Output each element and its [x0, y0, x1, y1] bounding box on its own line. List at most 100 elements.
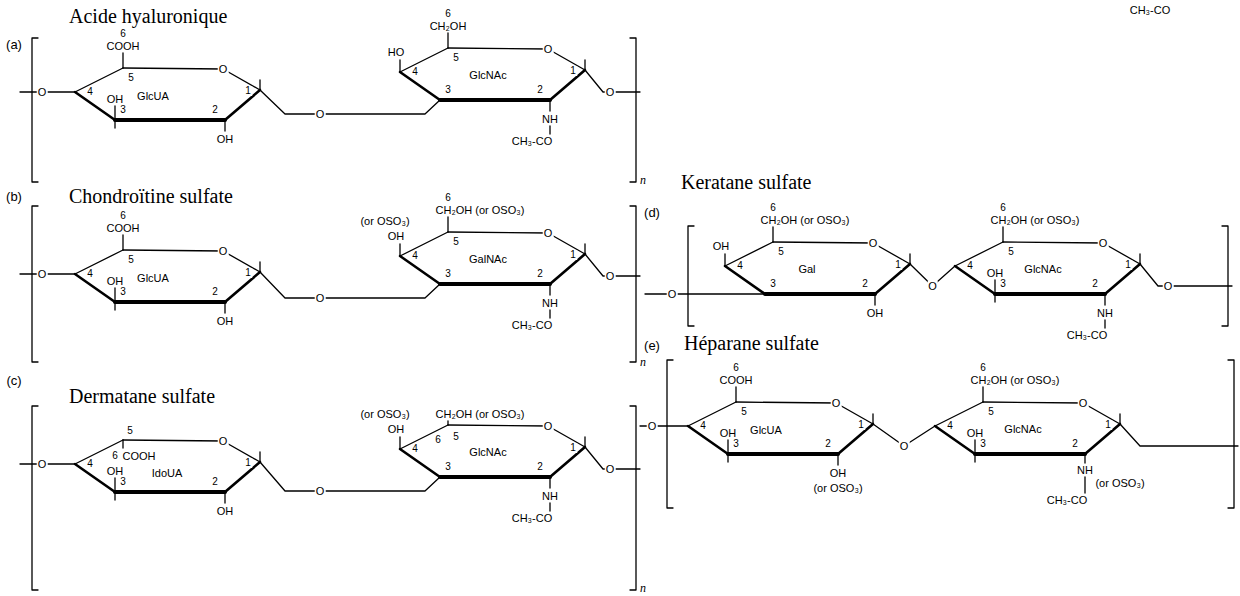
- sugar-name: GlcUA: [137, 273, 169, 284]
- bond-line: [724, 254, 725, 266]
- position-number: 5: [777, 247, 785, 257]
- chemical-group: O: [218, 436, 229, 447]
- chemical-group: NH: [541, 491, 559, 502]
- position-number: 1: [1124, 260, 1132, 270]
- sugar-ring: GalNAc: [400, 232, 585, 284]
- ring-bond: [1105, 264, 1140, 294]
- chemical-group: (or OSO₃): [359, 409, 410, 420]
- ring-bond: [550, 70, 585, 100]
- bond-line: [259, 452, 260, 462]
- ring-bond: [75, 440, 123, 464]
- chemical-group: CH₃-CO: [1046, 495, 1089, 506]
- position-number: 6: [999, 203, 1007, 213]
- bond-line: [735, 387, 736, 402]
- position-number: 2: [536, 269, 544, 279]
- chemical-group: CH₃-CO: [1066, 330, 1109, 341]
- chemical-group: O: [605, 271, 616, 282]
- bond-line: [259, 80, 260, 90]
- sugar-ring: GlcNAc: [955, 242, 1140, 294]
- chemical-group: OH: [216, 506, 235, 517]
- chemical-group: COOH: [122, 451, 157, 462]
- chemical-group: O: [37, 87, 48, 98]
- sugar-name: GlcNAc: [469, 447, 506, 458]
- panel-title: Keratane sulfate: [680, 172, 812, 192]
- ring-bond: [123, 440, 223, 441]
- bond-line: [399, 437, 400, 449]
- chemical-group: OH: [106, 466, 125, 477]
- chemical-group: OH: [866, 308, 885, 319]
- panel-letter: (c): [5, 374, 22, 387]
- ring-bond: [1103, 243, 1140, 264]
- position-number: 5: [452, 53, 460, 63]
- position-number: 5: [127, 73, 135, 83]
- ring-bond: [225, 272, 260, 302]
- ring-bond: [223, 441, 260, 462]
- bond-line: [872, 414, 873, 424]
- chemical-group: (or OSO₃): [1094, 478, 1145, 489]
- position-number: 1: [244, 458, 252, 468]
- position-number: 2: [211, 477, 219, 487]
- position-number: 6: [434, 435, 442, 445]
- repeat-bracket: [630, 206, 636, 362]
- sugar-name: GlcNAc: [1024, 264, 1061, 275]
- bond-line: [114, 478, 115, 500]
- ring-bond: [115, 118, 225, 122]
- bond-line: [447, 33, 448, 48]
- position-number: 6: [769, 203, 777, 213]
- position-number: 6: [119, 211, 127, 221]
- glycosidic-link: [260, 272, 440, 298]
- ring-bond: [223, 69, 260, 90]
- chemical-group: O: [37, 269, 48, 280]
- ring-bond: [983, 402, 1083, 403]
- chemical-group: O: [1098, 238, 1109, 249]
- position-number: 3: [732, 439, 740, 449]
- ring-bond: [400, 72, 440, 100]
- repeat-bracket: [32, 206, 38, 362]
- ring-bond: [448, 48, 548, 49]
- repeat-bracket: [32, 406, 38, 590]
- position-number: 1: [244, 268, 252, 278]
- position-number: 3: [119, 287, 127, 297]
- chemical-group: OH: [719, 428, 738, 439]
- panel-letter: (d): [643, 206, 661, 219]
- position-number: 5: [1007, 247, 1015, 257]
- chemical-group: NH: [1076, 465, 1094, 476]
- panel-title: Dermatane sulfate: [68, 386, 216, 406]
- chemical-group: CH₂OH (or OSO₃): [760, 215, 851, 226]
- ring-bond: [448, 425, 548, 426]
- chemical-group: NH: [541, 298, 559, 309]
- position-number: 2: [211, 287, 219, 297]
- repeat-index: n: [639, 356, 647, 368]
- position-number: 6: [444, 9, 452, 19]
- chemical-group: CH₃-CO: [511, 320, 554, 331]
- ring-bond: [448, 232, 548, 233]
- ring-bond: [400, 48, 448, 72]
- sugar-ring: GlcNAc: [935, 402, 1120, 454]
- position-number: 2: [861, 279, 869, 289]
- ring-bond: [975, 452, 1085, 456]
- bond-line: [399, 244, 400, 256]
- chemical-group: O: [831, 398, 842, 409]
- ring-bond: [550, 254, 585, 284]
- sugar-name: GlcUA: [137, 91, 169, 102]
- chemical-group: NH: [541, 114, 559, 125]
- sugar-ring: GlcUA: [75, 68, 260, 120]
- ring-bond: [550, 447, 585, 477]
- position-number: 5: [987, 407, 995, 417]
- position-number: 5: [452, 237, 460, 247]
- position-number: 3: [119, 105, 127, 115]
- chemical-group: OH: [966, 428, 985, 439]
- position-number: 5: [452, 432, 460, 442]
- position-number: 3: [999, 279, 1007, 289]
- ring-bond: [225, 462, 260, 492]
- chemical-group: OH: [829, 468, 848, 479]
- position-number: 2: [536, 462, 544, 472]
- position-number: 1: [857, 420, 865, 430]
- bond-line: [114, 288, 115, 310]
- repeat-index: n: [639, 582, 647, 594]
- ring-outline: [725, 242, 910, 294]
- ring-bond: [728, 452, 838, 456]
- bond-line: [114, 106, 115, 128]
- position-number: 3: [769, 279, 777, 289]
- chemical-group: CH₂OH (or OSO₃): [990, 215, 1081, 226]
